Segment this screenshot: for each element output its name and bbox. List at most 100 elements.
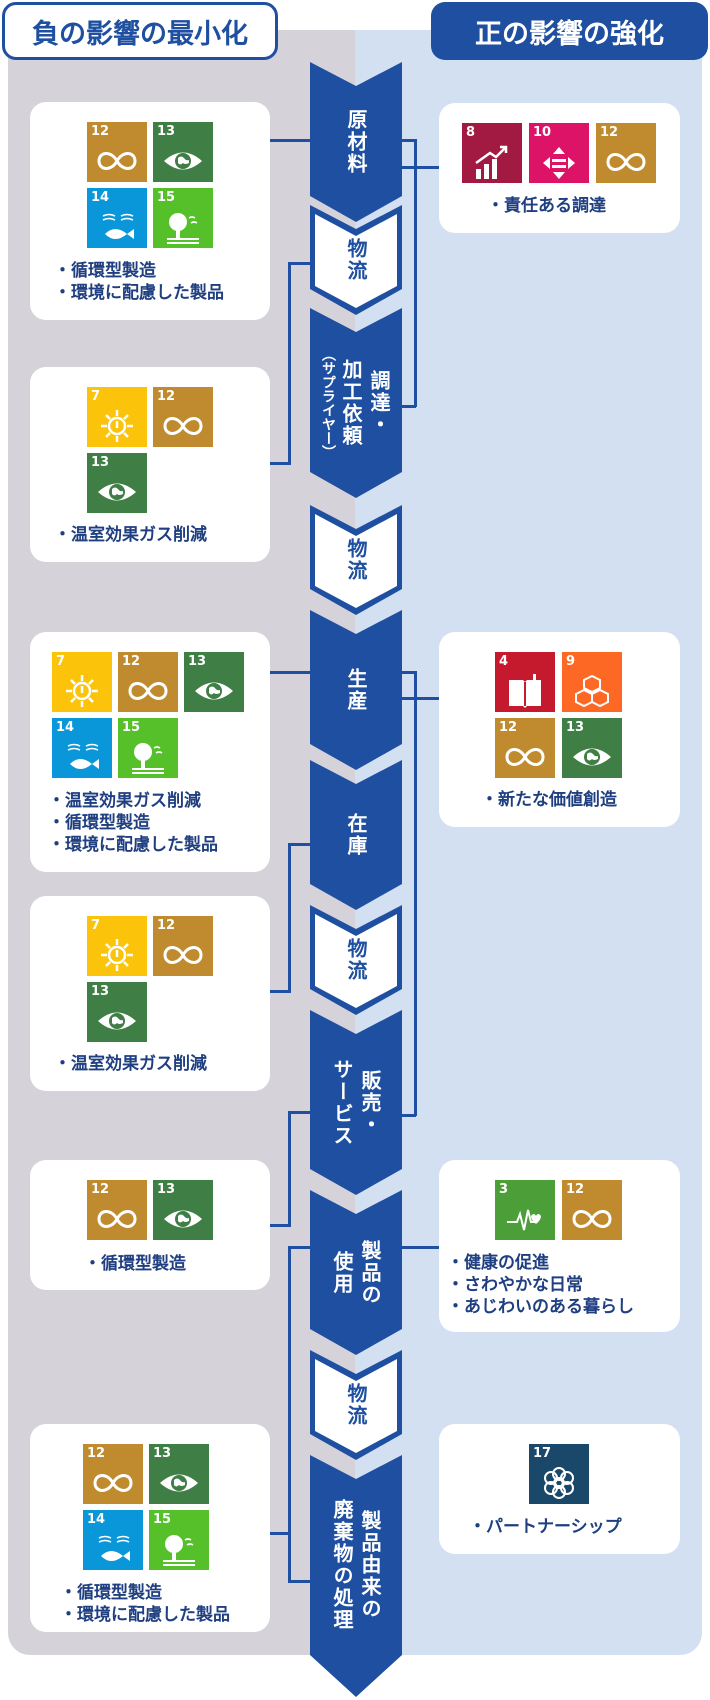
infinity-icon <box>97 1209 137 1229</box>
negative-card-logistics: 7 12 13 ・温室効果ガス削減 <box>30 896 270 1091</box>
sdg-9-tile: 9 <box>562 652 622 712</box>
infinity-icon <box>572 1209 612 1229</box>
stage-sales-service: 販売・ サービス <box>310 1010 402 1195</box>
sdg-3-tile: 3 <box>495 1180 555 1240</box>
negative-card-bullets: ・循環型製造 <box>84 1254 186 1274</box>
positive-card-product-use: 3 12 ・健康の促進 ・さわやかな日常 ・あじわいのある暮らし <box>439 1160 680 1332</box>
eye-globe-icon <box>164 152 202 170</box>
stage-label-sub: 使用 <box>330 1250 354 1295</box>
positive-card-raw-materials: 8 10 12 ・責任ある調達 <box>439 103 680 233</box>
stage-label-sub: 加工依頼 <box>339 359 363 447</box>
negative-impact-header: 負の影響の最小化 <box>2 2 278 60</box>
eye-globe-icon <box>195 682 233 700</box>
sdg-15-tile: 15 <box>149 1510 209 1570</box>
sdg-12-tile: 12 <box>153 387 213 447</box>
sdg-12-tile: 12 <box>87 1180 147 1240</box>
sdg-13-tile: 13 <box>149 1444 209 1504</box>
stage-inventory: 在庫 <box>310 760 402 910</box>
negative-card-bullets: ・温室効果ガス削減 <box>54 525 207 545</box>
stage-procurement: 調達・ 加工依頼 （サプライヤー） <box>310 308 402 498</box>
negative-card-production: 7 12 13 14 15 ・温室効果ガス削減 ・循環型製造 ・環境に配慮した製… <box>30 632 270 872</box>
negative-card-raw-materials: 12 13 14 15 ・循環型製造 ・環境に配慮した製品 <box>30 102 270 320</box>
eye-globe-icon <box>98 1012 136 1030</box>
sdg-14-tile: 14 <box>87 188 147 248</box>
flower-icon <box>544 1467 574 1499</box>
stage-production: 生産 <box>310 610 402 770</box>
stage-label: 製品の <box>358 1239 382 1306</box>
book-icon <box>509 674 541 708</box>
positive-card-production: 4 9 12 13 ・新たな価値創造 <box>439 632 680 827</box>
stage-logistics-4: 物流 <box>310 1350 402 1460</box>
sun-icon <box>64 674 100 708</box>
infinity-icon <box>97 151 137 171</box>
tree-icon <box>162 1534 196 1566</box>
heartbeat-icon <box>506 1209 542 1231</box>
stage-label-supplier: （サプライヤー） <box>320 347 336 459</box>
sdg-14-tile: 14 <box>52 718 112 778</box>
eye-globe-icon <box>160 1474 198 1492</box>
stage-logistics-3: 物流 <box>310 905 402 1015</box>
stage-product-use: 製品の 使用 <box>310 1190 402 1355</box>
positive-card-bullets: ・新たな価値創造 <box>481 790 617 810</box>
tree-icon <box>131 742 165 774</box>
positive-card-logistics: 17 ・パートナーシップ <box>439 1424 680 1554</box>
sdg-17-tile: 17 <box>529 1444 589 1504</box>
fish-icon <box>67 743 100 770</box>
equality-icon <box>543 147 575 179</box>
positive-impact-header: 正の影響の強化 <box>431 2 708 60</box>
sdg-12-tile: 12 <box>118 652 178 712</box>
negative-card-bullets: ・温室効果ガス削減 ・循環型製造 ・環境に配慮した製品 <box>48 791 218 855</box>
sdg-13-tile: 13 <box>562 718 622 778</box>
fish-icon <box>102 213 135 240</box>
sdg-12-tile: 12 <box>495 718 555 778</box>
positive-panel <box>355 30 702 1655</box>
eye-globe-icon <box>98 483 136 501</box>
sdg-4-tile: 4 <box>495 652 555 712</box>
stage-label: 物流 <box>344 1383 368 1427</box>
stage-logistics-2: 物流 <box>310 505 402 615</box>
eye-globe-icon <box>573 748 611 766</box>
stage-label-sub: 廃棄物の処理 <box>330 1499 354 1631</box>
sdg-14-tile: 14 <box>83 1510 143 1570</box>
infinity-icon <box>128 681 168 701</box>
stage-label: 物流 <box>344 938 368 982</box>
sdg-12-tile: 12 <box>83 1444 143 1504</box>
infinity-icon <box>505 747 545 767</box>
sdg-12-tile: 12 <box>153 916 213 976</box>
sdg-10-tile: 10 <box>529 123 589 183</box>
stage-label: 物流 <box>344 238 368 282</box>
sdg-7-tile: 7 <box>87 916 147 976</box>
negative-card-sales: 12 13 ・循環型製造 <box>30 1160 270 1290</box>
stage-label: 生産 <box>344 668 368 712</box>
infinity-icon <box>163 416 203 436</box>
sdg-13-tile: 13 <box>87 982 147 1042</box>
stage-label: 販売・ <box>358 1069 382 1136</box>
sun-icon <box>99 938 135 972</box>
stage-label: 在庫 <box>344 813 368 857</box>
positive-card-bullets: ・パートナーシップ <box>469 1517 622 1537</box>
sdg-7-tile: 7 <box>52 652 112 712</box>
fish-icon <box>98 1535 131 1562</box>
sdg-15-tile: 15 <box>153 188 213 248</box>
sdg-7-tile: 7 <box>87 387 147 447</box>
tree-icon <box>166 212 200 244</box>
stage-waste-processing: 製品由来の 廃棄物の処理 <box>310 1455 402 1697</box>
sdg-12-tile: 12 <box>596 123 656 183</box>
sdg-13-tile: 13 <box>184 652 244 712</box>
infinity-icon <box>606 152 646 172</box>
eye-globe-icon <box>164 1210 202 1228</box>
stage-raw-materials: 原材料 <box>310 62 402 222</box>
sdg-13-tile: 13 <box>153 1180 213 1240</box>
sdg-12-tile: 12 <box>87 122 147 182</box>
negative-card-bullets: ・循環型製造 ・環境に配慮した製品 <box>54 261 224 303</box>
stage-label: 調達・ <box>367 370 391 436</box>
sdg-15-tile: 15 <box>118 718 178 778</box>
negative-card-bullets: ・温室効果ガス削減 <box>54 1054 207 1074</box>
sdg-8-tile: 8 <box>462 123 522 183</box>
sdg-13-tile: 13 <box>153 122 213 182</box>
negative-card-procurement: 7 12 13 ・温室効果ガス削減 <box>30 367 270 562</box>
positive-card-bullets: ・健康の促進 ・さわやかな日常 ・あじわいのある暮らし <box>447 1253 634 1317</box>
negative-card-waste: 12 13 14 15 ・循環型製造 ・環境に配慮した製品 <box>30 1424 270 1632</box>
negative-card-bullets: ・循環型製造 ・環境に配慮した製品 <box>60 1583 230 1625</box>
infinity-icon <box>93 1473 133 1493</box>
